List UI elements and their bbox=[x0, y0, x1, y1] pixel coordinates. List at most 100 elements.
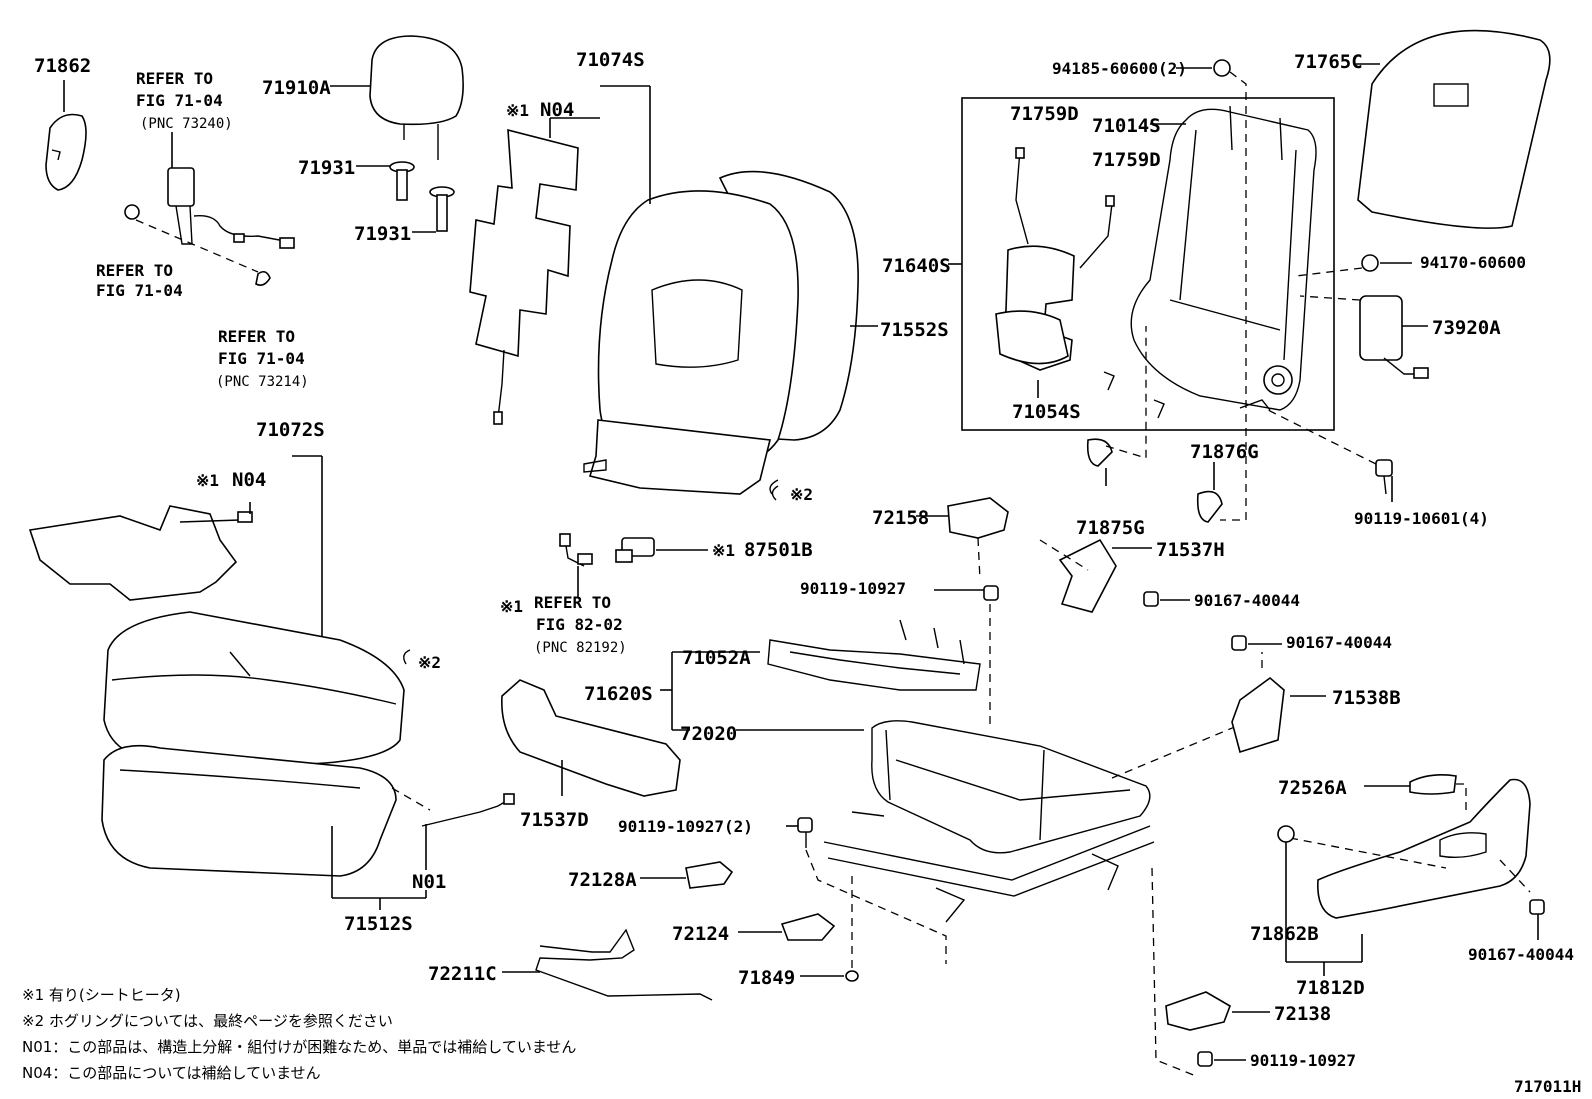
clip-71849-drawing bbox=[845, 970, 859, 982]
hog-ring-a-icon bbox=[403, 649, 411, 665]
label-72124: 72124 bbox=[672, 923, 729, 945]
label-94170-60600: 94170-60600 bbox=[1420, 253, 1526, 272]
seat-side-shield-drawing bbox=[1317, 778, 1531, 919]
label-71537D: 71537D bbox=[520, 809, 589, 831]
part-71862-drawing bbox=[45, 113, 87, 191]
cover-72158-drawing bbox=[947, 497, 1009, 539]
seat-cushion-drawing bbox=[101, 611, 405, 877]
clip-94170-drawing bbox=[1361, 254, 1379, 272]
label-71620S: 71620S bbox=[584, 683, 653, 705]
seat-heater-harness-drawing bbox=[559, 533, 655, 567]
seatback-cover-drawing bbox=[583, 170, 859, 495]
label-71759D-b: 71759D bbox=[1092, 149, 1161, 171]
bracket-71537H-drawing bbox=[1058, 538, 1117, 613]
bolt-90167-b-drawing bbox=[1231, 635, 1247, 651]
label-94185-60600: 94185-60600(2) bbox=[1052, 59, 1187, 78]
cushion-heater-pad-drawing bbox=[28, 505, 253, 601]
label-71537H: 71537H bbox=[1156, 539, 1225, 561]
label-71931-b: 71931 bbox=[354, 223, 411, 245]
side-shield-71537D-drawing bbox=[501, 679, 681, 797]
label-87501B: 87501B bbox=[744, 539, 813, 561]
note-N01: N01：この部品は、構造上分解・組付けが困難なため、単品では補給していません bbox=[22, 1038, 576, 1056]
hog-ring-b-icon bbox=[771, 485, 779, 501]
side-airbag-drawing bbox=[1359, 295, 1429, 379]
clip-94185-drawing bbox=[1213, 59, 1231, 77]
label-71862: 71862 bbox=[34, 55, 91, 77]
cap-72124-drawing bbox=[780, 913, 836, 941]
label-N01: N01 bbox=[412, 871, 446, 893]
label-90167-40044-b: 90167-40044 bbox=[1286, 633, 1392, 652]
label-90119-10601: 90119-10601(4) bbox=[1354, 509, 1489, 528]
label-71875G: 71875G bbox=[1076, 517, 1145, 539]
label-90119-10927-top: 90119-10927 bbox=[800, 579, 906, 598]
ref-73240-line3: (PNC 73240) bbox=[140, 116, 233, 132]
label-71910A: 71910A bbox=[262, 77, 331, 99]
label-90119-10927-b: 90119-10927 bbox=[1250, 1051, 1356, 1070]
clip-71862B-drawing bbox=[1277, 825, 1295, 843]
headrest-drawing bbox=[369, 35, 464, 160]
seat-belt-buckle-drawing bbox=[124, 167, 295, 286]
label-71052A: 71052A bbox=[682, 647, 751, 669]
bolt-90119-10927-top-drawing bbox=[983, 585, 999, 601]
bolt-90167-c-drawing bbox=[1529, 899, 1545, 915]
figure-id: 717011H bbox=[1514, 1077, 1581, 1096]
label-71014S: 71014S bbox=[1092, 115, 1161, 137]
headrest-guide-drawing bbox=[389, 161, 455, 232]
seat-springs-drawing bbox=[767, 619, 981, 691]
cover-72138-drawing bbox=[1165, 991, 1231, 1031]
label-71849: 71849 bbox=[738, 967, 795, 989]
bolt-90119-10927-b-drawing bbox=[1197, 1051, 1213, 1067]
label-71072S: 71072S bbox=[256, 419, 325, 441]
label-72526A: 72526A bbox=[1278, 777, 1347, 799]
label-71640S: 71640S bbox=[882, 255, 951, 277]
label-72211C: 72211C bbox=[428, 963, 497, 985]
ref-82192-line2: FIG 82-02 bbox=[536, 615, 623, 634]
label-73920A: 73920A bbox=[1432, 317, 1501, 339]
clip-71876G-drawing bbox=[1196, 490, 1223, 523]
bracket-71538B-drawing bbox=[1231, 676, 1285, 754]
ref-73240-line1: REFER TO bbox=[136, 69, 213, 88]
label-90167-40044-c: 90167-40044 bbox=[1468, 945, 1574, 964]
marker-1-seatback: ※1 bbox=[506, 101, 529, 120]
label-71552S: 71552S bbox=[880, 319, 949, 341]
bolt-90119-10601-drawing bbox=[1375, 459, 1393, 495]
ref-82192-line3: (PNC 82192) bbox=[534, 640, 627, 656]
seatback-board-drawing bbox=[1357, 29, 1551, 229]
ref-fig7104-line1: REFER TO bbox=[96, 261, 173, 280]
marker-2-seatback: ※2 bbox=[790, 485, 813, 504]
marker-1-cushion: ※1 bbox=[196, 471, 219, 490]
note-N04: N04：この部品については補給していません bbox=[22, 1064, 321, 1082]
label-71765C: 71765C bbox=[1294, 51, 1363, 73]
label-71931-a: 71931 bbox=[298, 157, 355, 179]
ref-73214-line2: FIG 71-04 bbox=[218, 349, 305, 368]
label-72158: 72158 bbox=[872, 507, 929, 529]
knob-72526A-drawing bbox=[1409, 774, 1457, 795]
marker-2-cushion: ※2 bbox=[418, 653, 441, 672]
label-90167-40044-a: 90167-40044 bbox=[1194, 591, 1300, 610]
clip-71875G-drawing bbox=[1086, 438, 1113, 467]
ref-73240-line2: FIG 71-04 bbox=[136, 91, 223, 110]
label-71812D: 71812D bbox=[1296, 977, 1365, 999]
label-72020: 72020 bbox=[680, 723, 737, 745]
label-N04-cushion: N04 bbox=[232, 469, 266, 491]
marker-1-ref: ※1 bbox=[500, 597, 523, 616]
ref-73214-line3: (PNC 73214) bbox=[216, 374, 309, 390]
label-71862B: 71862B bbox=[1250, 923, 1319, 945]
bolt-90167-a-drawing bbox=[1143, 591, 1159, 607]
label-71054S: 71054S bbox=[1012, 401, 1081, 423]
marker-1-harness: ※1 bbox=[712, 541, 735, 560]
ref-73214-line1: REFER TO bbox=[218, 327, 295, 346]
ref-fig7104-line2: FIG 71-04 bbox=[96, 281, 183, 300]
label-72138: 72138 bbox=[1274, 1003, 1331, 1025]
note-1: ※1 有り(シートヒータ) bbox=[22, 986, 181, 1004]
ref-82192-line1: REFER TO bbox=[534, 593, 611, 612]
seatback-heater-pad-drawing bbox=[469, 128, 579, 425]
label-71759D-a: 71759D bbox=[1010, 103, 1079, 125]
label-71538B: 71538B bbox=[1332, 687, 1401, 709]
label-71512S: 71512S bbox=[344, 913, 413, 935]
label-72128A: 72128A bbox=[568, 869, 637, 891]
bolt-90119-10927-2-drawing bbox=[797, 817, 813, 848]
cap-72128A-drawing bbox=[685, 861, 734, 889]
seat-frame-drawing bbox=[823, 720, 1155, 923]
